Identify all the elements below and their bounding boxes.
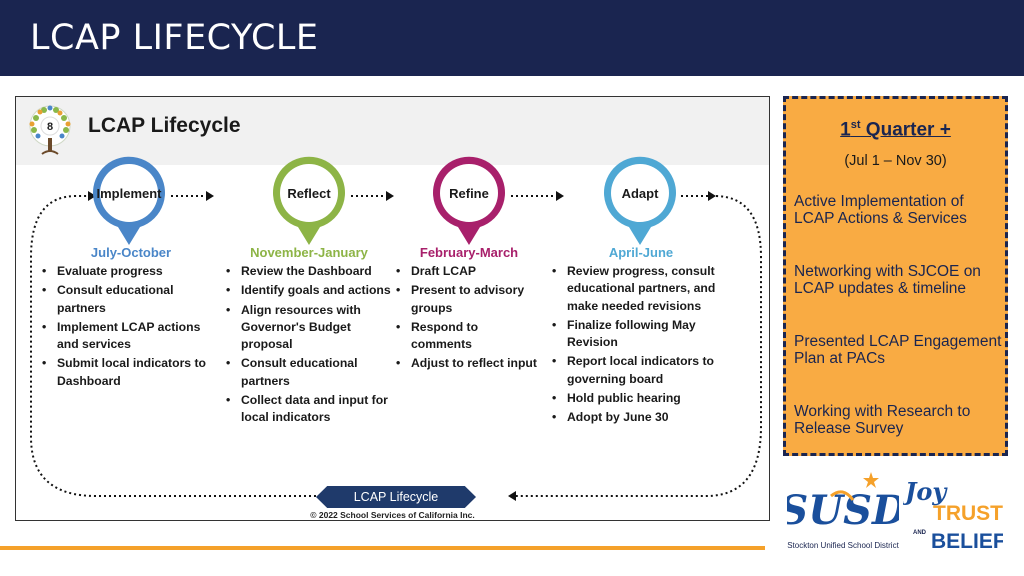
footer-accent-line (0, 546, 765, 550)
badge-number: 8 (47, 121, 53, 133)
joy-logo-text: Joy (903, 477, 948, 506)
list-item: Draft LCAP (392, 263, 542, 281)
list-item: Present to advisory groups (392, 282, 542, 317)
reflect-pin-icon (273, 156, 345, 245)
list-item: Align resources with Governor's Budget p… (222, 302, 392, 354)
stage-implement-dates: July-October (90, 245, 172, 260)
susd-logo: SUSD Stockton Unified School District (787, 472, 899, 550)
lcap-lifecycle-infographic: 8 LCAP Lifecycle Implement Reflect (15, 96, 770, 521)
quarter-number: 1 (840, 119, 851, 141)
joy-trust-belief-logo: Joy TRUST AND BELIEF (903, 477, 1003, 552)
infographic-title-band (16, 97, 769, 165)
stage-adapt-dates: April-June (608, 245, 674, 260)
list-item: Review progress, consult educational par… (548, 263, 718, 315)
quarter-item: Presented LCAP Engagement Plan at PACs (794, 333, 1002, 367)
implement-pin-icon (93, 156, 165, 245)
stage-implement-bullets: Evaluate progress Consult educational pa… (38, 263, 208, 392)
stage-reflect-dates: November-January (250, 245, 368, 260)
susd-logo-mark: SUSD (787, 487, 899, 534)
list-item: Evaluate progress (38, 263, 208, 281)
list-item: Identify goals and actions (222, 282, 392, 300)
quarter-title: 1st Quarter + (786, 119, 1005, 141)
tree-badge-icon: 8 (29, 105, 71, 155)
stage-implement-label: Implement (96, 186, 162, 201)
quarter-date-range: (Jul 1 – Nov 30) (844, 153, 947, 169)
list-item: Submit local indicators to Dashboard (38, 355, 208, 390)
stage-reflect-label: Reflect (287, 186, 331, 201)
quarter-item: Working with Research to Release Survey (794, 403, 971, 437)
quarter-summary-box: 1st Quarter + (Jul 1 – Nov 30) Active Im… (783, 96, 1008, 456)
stage-refine-bullets: Draft LCAP Present to advisory groups Re… (392, 263, 542, 375)
cycle-path (30, 191, 762, 501)
stage-reflect-bullets: Review the Dashboard Identify goals and … (222, 263, 392, 429)
quarter-item: Active Implementation of LCAP Actions & … (794, 193, 967, 227)
list-item: Collect data and input for local indicat… (222, 392, 392, 427)
list-item: Adopt by June 30 (548, 409, 718, 427)
stage-refine-dates: February-March (419, 245, 519, 260)
list-item: Report local indicators to governing boa… (548, 353, 718, 388)
list-item: Finalize following May Revision (548, 317, 718, 352)
slide-title: LCAP LIFECYCLE (30, 18, 319, 58)
belief-logo-text: BELIEF (931, 530, 1003, 552)
and-logo-text: AND (913, 530, 927, 536)
susd-logo-name: Stockton Unified School District (787, 541, 899, 550)
stage-adapt-label: Adapt (621, 186, 659, 201)
list-item: Consult educational partners (38, 282, 208, 317)
list-item: Consult educational partners (222, 355, 392, 390)
stage-refine-label: Refine (449, 186, 489, 201)
quarter-title-rest: Quarter + (860, 119, 951, 141)
slide-header: LCAP LIFECYCLE (0, 0, 1024, 76)
cycle-label: LCAP Lifecycle (316, 486, 476, 508)
list-item: Review the Dashboard (222, 263, 392, 281)
list-item: Hold public hearing (548, 390, 718, 408)
trust-logo-text: TRUST (933, 502, 1003, 525)
quarter-ordinal: st (850, 119, 861, 131)
list-item: Respond to comments (392, 319, 542, 354)
adapt-pin-icon (604, 156, 676, 245)
refine-pin-icon (433, 156, 505, 245)
copyright-notice: © 2022 School Services of California Inc… (310, 510, 475, 520)
infographic-title: LCAP Lifecycle (88, 114, 241, 137)
stage-adapt-bullets: Review progress, consult educational par… (548, 263, 718, 429)
list-item: Implement LCAP actions and services (38, 319, 208, 354)
quarter-item: Networking with SJCOE on LCAP updates & … (794, 263, 981, 297)
list-item: Adjust to reflect input (392, 355, 542, 373)
